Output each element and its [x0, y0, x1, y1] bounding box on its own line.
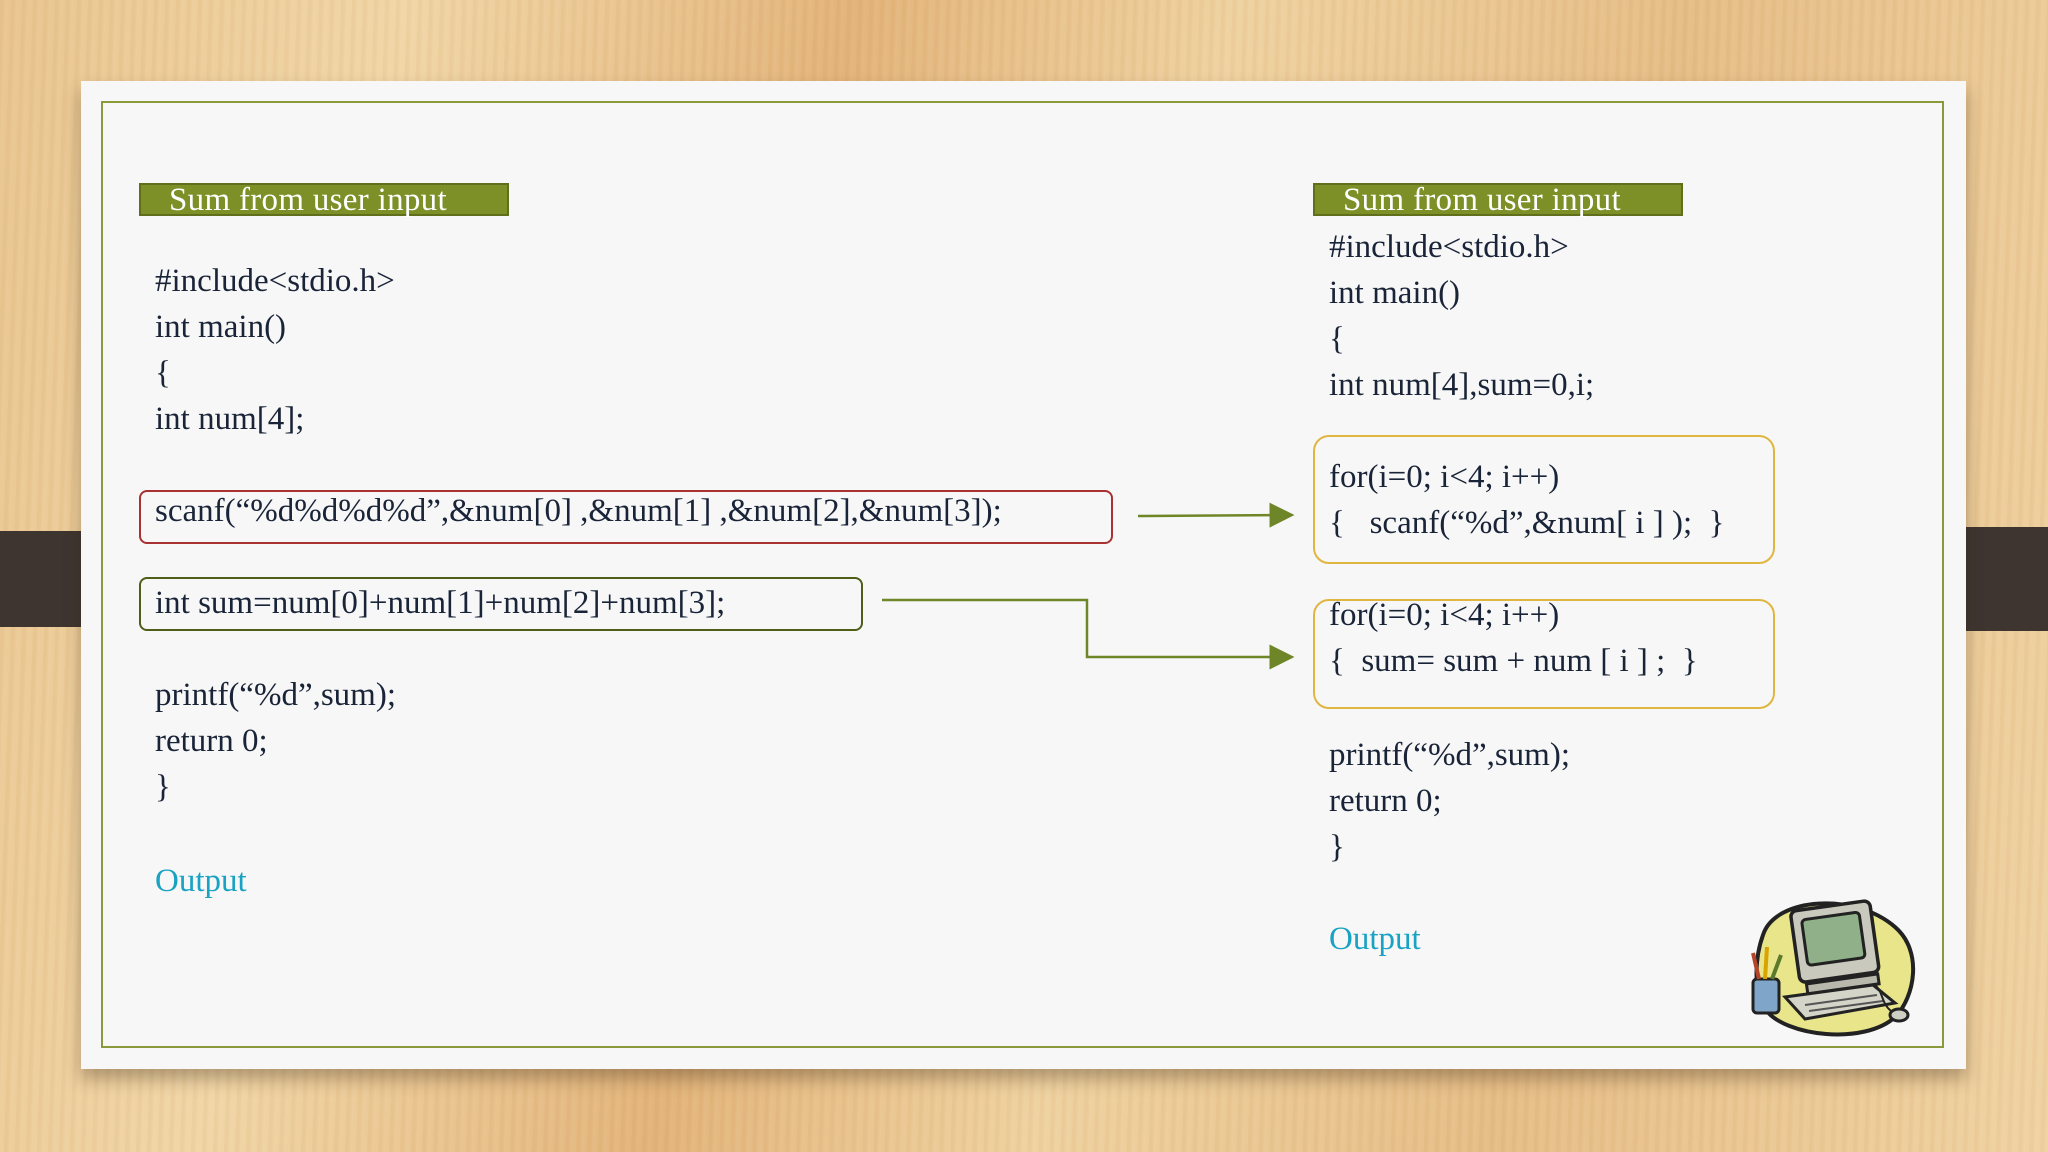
right-code-line: {	[1329, 321, 1345, 357]
loop1-body: { scanf(“%d”,&num[ i ] ); }	[1329, 505, 1725, 541]
left-code-line: printf(“%d”,sum);	[155, 677, 397, 713]
left-code-line: int num[4];	[155, 401, 305, 437]
loop2-body: { sum= sum + num [ i ] ; }	[1329, 643, 1698, 679]
right-title: Sum from user input	[1313, 183, 1683, 217]
right-code-line: return 0;	[1329, 783, 1442, 819]
loop2-header: for(i=0; i<4; i++)	[1329, 597, 1560, 633]
scanf-highlight-box	[139, 490, 1113, 544]
left-code-line: int main()	[155, 309, 287, 345]
right-output-label: Output	[1329, 921, 1421, 957]
left-code-line: return 0;	[155, 723, 268, 759]
slide-frame	[101, 101, 1944, 1048]
scanf-arrow	[1137, 502, 1295, 528]
left-code-line: #include<stdio.h>	[155, 263, 395, 299]
right-code-line: int main()	[1329, 275, 1461, 311]
scanf-line: scanf(“%d%d%d%d”,&num[0] ,&num[1] ,&num[…	[155, 493, 1002, 529]
right-code-line: int num[4],sum=0,i;	[1329, 367, 1595, 403]
right-code-line: }	[1329, 829, 1345, 865]
left-output-label: Output	[155, 863, 247, 899]
sum-loop-box	[1313, 599, 1775, 709]
computer-clipart-icon	[1751, 899, 1916, 1037]
scanf-loop-box	[1313, 435, 1775, 564]
left-title: Sum from user input	[139, 183, 509, 217]
left-code-line: {	[155, 355, 171, 391]
sum-arrow	[882, 598, 1295, 670]
loop1-header: for(i=0; i<4; i++)	[1329, 459, 1560, 495]
sum-line: int sum=num[0]+num[1]+num[2]+num[3];	[155, 585, 726, 621]
right-code-line: printf(“%d”,sum);	[1329, 737, 1571, 773]
slide	[81, 81, 1966, 1069]
right-code-line: #include<stdio.h>	[1329, 229, 1569, 265]
left-code-line: }	[155, 769, 171, 805]
sum-highlight-box	[139, 577, 863, 631]
